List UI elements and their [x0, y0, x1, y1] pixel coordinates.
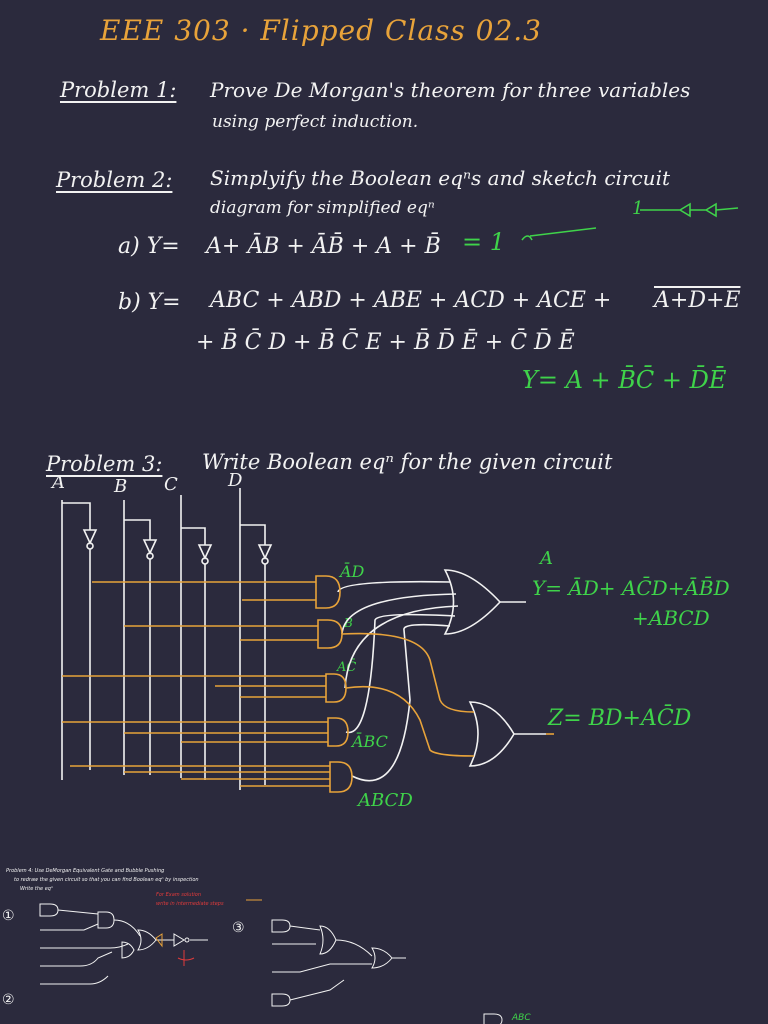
- thumb-text-3: Write the eqⁿ: [20, 886, 53, 892]
- problem-1-line2: using perfect induction.: [212, 112, 419, 132]
- problem-2b-prefix: b) Y=: [118, 290, 181, 315]
- thumbnail-area: Problem 4: Use DeMorgan Equivalent Gate …: [2, 868, 531, 1023]
- problem-2a-expression: A+ ĀB + ĀB̄ + A + B̄: [206, 234, 441, 259]
- gate-label-ad: ĀD: [340, 562, 365, 581]
- gate-label-abcd: ABCD: [358, 790, 413, 811]
- thumb-text-1: Problem 4: Use DeMorgan Equivalent Gate …: [6, 868, 164, 874]
- problem-2-line2: diagram for simplified eqⁿ: [210, 198, 435, 218]
- input-label-d: D: [228, 470, 243, 491]
- problem-2a-answer: = 1: [462, 228, 506, 256]
- problem-1-line1: Prove De Morgan's theorem for three vari…: [210, 78, 691, 102]
- problem-2a-prefix: a) Y=: [118, 234, 180, 259]
- page-title: EEE 303 · Flipped Class 02.3: [100, 14, 542, 47]
- y-equation-cont: +ABCD: [632, 606, 710, 630]
- problem-2b-line1: ABC + ABD + ABE + ACD + ACE +: [210, 288, 612, 313]
- input-label-a: A: [52, 472, 65, 493]
- thumbnail-red-marks: [177, 950, 195, 966]
- circuit-white-wires: [61, 202, 739, 790]
- problem-1-label: Problem 1:: [60, 78, 177, 102]
- problem-2-label: Problem 2:: [56, 168, 173, 192]
- gate-label-abc: ĀBC: [352, 732, 388, 751]
- thumb-num-2: ②: [2, 992, 15, 1008]
- thumb-abc: ABC: [511, 1013, 531, 1023]
- y-top-note: A: [540, 548, 553, 569]
- problem-3-line1: Write Boolean eqⁿ for the given circuit: [202, 450, 613, 474]
- circuit-orange-wires: [62, 575, 554, 793]
- problem-2b-answer: Y= A + B̄C̄ + D̄Ē: [522, 366, 727, 394]
- gate-label-ac: AC̄: [337, 660, 357, 675]
- thumb-text-2: to redraw the given circuit so that you …: [14, 877, 199, 883]
- gate-label-b: B: [344, 616, 353, 630]
- green-mark: 1: [632, 198, 644, 219]
- problem-3-label: Problem 3:: [46, 452, 163, 476]
- thumb-red-2: write in intermediate steps: [156, 901, 224, 907]
- problem-2b-overline-term: A+D+E: [654, 288, 741, 313]
- problem-2-line1: Simplyify the Boolean eqⁿs and sketch ci…: [210, 166, 670, 190]
- input-label-b: B: [114, 476, 128, 497]
- thumb-num-3: ③: [232, 920, 245, 936]
- input-label-c: C: [164, 474, 178, 495]
- thumbnail-highlights: [155, 899, 262, 948]
- thumbnail-circuits: [39, 903, 503, 1024]
- thumb-red-1: For Exam solution: [156, 892, 201, 898]
- thumb-num-1: ①: [2, 908, 15, 924]
- problem-2b-line2: + B̄ C̄ D + B̄ C̄ E + B̄ D̄ Ē + C̄ D̄ Ē: [196, 330, 575, 355]
- z-equation: Z= BD+AC̄D: [548, 706, 692, 731]
- y-equation: Y= ĀD+ AC̄D+ĀB̄D: [532, 576, 730, 600]
